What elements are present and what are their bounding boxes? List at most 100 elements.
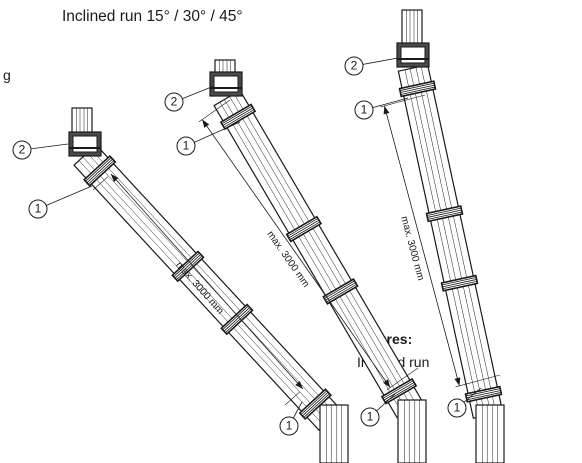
right-run-callout-joint-lower-circle-icon — [447, 398, 467, 418]
right-run-top-stub — [401, 9, 423, 49]
right-run-pipe-outline — [397, 64, 504, 419]
left-run-pipe-ring-band — [223, 307, 251, 332]
left-run-pipe-inner-line — [82, 156, 328, 423]
right-run-callout-joint-number: 1 — [361, 103, 368, 117]
left-run-pipe-ring-band — [303, 393, 330, 418]
right-run-wall-bracket-clamp-inner — [400, 46, 426, 64]
right-run-callout-joint-circle-icon — [354, 100, 374, 120]
middle-run-wall-bracket — [209, 71, 243, 97]
middle-run-callout-joint-lower-circle-icon — [360, 407, 380, 427]
left-run-pipe-ring-band — [174, 254, 202, 279]
middle-run-callout-joint-leader — [185, 121, 241, 147]
left-run-callout-joint-lower-number: 1 — [286, 419, 293, 433]
middle-run-pipe-outline — [213, 89, 424, 419]
right-run-dimension-ext-line — [380, 94, 426, 108]
left-run-callout-joint-lower: 1 — [279, 401, 303, 436]
right-run-pipe-ring-band — [400, 86, 436, 95]
middle-run-pipe-ring-band — [289, 221, 321, 240]
middle-run-bottom-vertical-outline — [397, 399, 427, 463]
middle-run-bottom-vertical — [397, 399, 427, 463]
middle-run-wall-bracket-clamp-inner — [213, 75, 239, 93]
right-run-callout-joint-lower: 1 — [447, 387, 482, 418]
middle-run-pipe-inner-line — [219, 102, 404, 415]
right-run-wall-bracket — [396, 42, 430, 68]
right-run-pipe-ring-band — [427, 209, 462, 218]
left-run-dimension-arrowhead — [110, 174, 119, 182]
right-run-pipe-inner-line — [404, 69, 481, 417]
left-run-callout-bracket-number: 2 — [19, 143, 26, 157]
middle-run-pipe-ring-band — [223, 109, 255, 128]
middle-run-callout-joint-number: 1 — [183, 139, 190, 153]
middle-run-pipe-ring-band — [326, 283, 357, 303]
left-run-pipe-ring-band — [173, 252, 200, 278]
right-run-pipe-ring-band — [442, 281, 478, 290]
right-run-callout-joint: 1 — [354, 97, 409, 120]
diagram-title: Inclined run 15° / 30° / 45° — [62, 8, 243, 25]
left-run-pipe-outline — [73, 143, 342, 432]
left-run-wall-bracket — [68, 131, 102, 157]
left-run-pipe-inner-line — [87, 152, 333, 419]
left-run-wall-bracket-clamp-inner — [72, 135, 98, 153]
left-run-callout-joint-upper-number: 1 — [35, 202, 42, 216]
left-run-pipe-inner-line — [78, 160, 325, 426]
middle-run-pipe-ring-band — [324, 280, 355, 299]
middle-run-dimension-ext-line — [386, 367, 419, 391]
left-run-pipe-ring-band — [222, 305, 249, 331]
middle-run-pipe-inner-line — [224, 99, 408, 412]
middle-run-pipe-ring-band — [222, 107, 254, 126]
middle-run-pipe-ring-band — [221, 105, 253, 125]
left-run-bottom-vertical — [319, 404, 349, 463]
left-run-dimension-ext-line — [284, 391, 301, 406]
left-run-pipe-ring-band — [300, 390, 328, 415]
right-run-top-stub-outline — [401, 9, 423, 49]
left-run-dimension-ext-line — [92, 176, 109, 191]
left-run-callout-joint-upper: 1 — [28, 185, 93, 219]
middle-run-dimension-line — [201, 119, 391, 388]
right-run-callout-bracket-circle-icon — [344, 56, 364, 76]
left-run-dimension-arrowhead — [295, 381, 303, 390]
right-run-pipe-ring-band — [427, 211, 463, 220]
right-run-pipe-ring-band — [465, 388, 501, 397]
middle-run-pipe-inner-line — [233, 93, 418, 406]
right-run-pipe-inner-line — [420, 66, 497, 414]
middle-run-dimension-ext-line — [198, 99, 231, 123]
middle-run-pipe-ring-band — [325, 282, 356, 301]
middle-run-pipe-ring-band — [383, 382, 415, 401]
middle-run-callout-joint-lower: 1 — [360, 393, 396, 427]
right-run-pipe-ring-band — [442, 279, 477, 288]
middle-run-callout-joint: 1 — [176, 121, 241, 156]
right-run-pipe-ring-band — [399, 82, 435, 91]
middle-run-pipe — [213, 89, 424, 419]
left-run-pipe-ring-band — [85, 157, 112, 182]
middle-run-callout-bracket-number: 2 — [171, 95, 178, 109]
middle-run-dimension-arrowhead — [383, 379, 391, 388]
right-run-bottom-vertical — [475, 404, 505, 463]
right-run-dimension-ext-line — [455, 374, 501, 388]
left-text-fragment: g — [3, 67, 11, 83]
middle-run-pipe-ring-band — [287, 218, 319, 237]
right-run-dimension-arrowhead — [383, 105, 390, 115]
left-run-callout-bracket: 2 — [12, 140, 69, 160]
middle-run-dimension-arrowhead — [202, 119, 210, 128]
left-run-pipe-ring-band — [302, 391, 329, 417]
left-run-callout-joint-lower-circle-icon — [279, 416, 299, 436]
right-run-pipe-ring-band — [426, 207, 462, 216]
right-run-pipe-ring-band — [400, 84, 435, 93]
left-run-callout-joint-upper-circle-icon — [28, 199, 48, 219]
left-run-pipe — [73, 143, 342, 432]
left-run-callout-bracket-circle-icon — [12, 140, 32, 160]
right-run-bottom-vertical-outline — [475, 404, 505, 463]
right-run-pipe-ring-band — [466, 392, 502, 401]
right-run-pipe-ring-band — [466, 390, 501, 399]
left-run-callout-joint-upper-leader — [37, 185, 93, 210]
left-run-dimension-line — [110, 173, 304, 390]
left-run-pipe-ring-band — [176, 255, 203, 280]
left-run-bottom-vertical-outline — [319, 404, 349, 463]
right-run-dimension-arrowhead — [454, 377, 461, 386]
right-run-callout-bracket-number: 2 — [351, 59, 358, 73]
middle-run-callout-bracket: 2 — [164, 85, 215, 112]
left-run-pipe-ring-band — [86, 158, 113, 184]
right-run-dimension-line — [384, 105, 460, 386]
